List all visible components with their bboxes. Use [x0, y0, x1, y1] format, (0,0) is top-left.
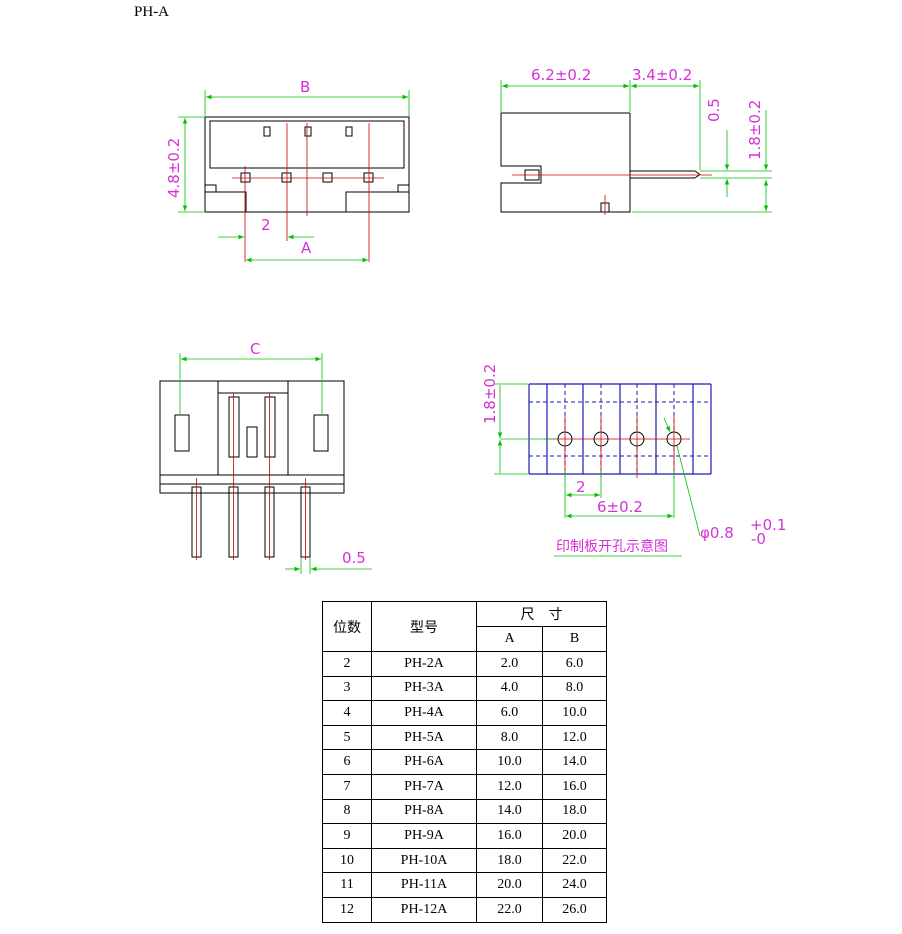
table-cell: PH-7A: [371, 773, 477, 800]
side-pin-out-label: 3.4±0.2: [632, 66, 692, 84]
side-pin-height-label: 1.8±0.2: [746, 100, 764, 160]
table-cell: 3: [322, 675, 372, 702]
pitch-label: 2: [261, 216, 271, 234]
table-cell: 16.0: [476, 823, 543, 849]
table-cell: 22.0: [542, 847, 607, 874]
table-cell: PH-10A: [371, 847, 477, 874]
table-cell: 12.0: [476, 773, 543, 800]
table-cell: 9: [322, 823, 372, 849]
hole-diameter-label: φ0.8: [700, 524, 734, 542]
table-cell: 10: [322, 847, 372, 874]
table-cell: 16.0: [542, 773, 607, 800]
top-width-label: C: [250, 340, 260, 358]
table-cell: PH-5A: [371, 724, 477, 751]
table-cell: PH-11A: [371, 872, 477, 898]
table-cell: 10.0: [476, 749, 543, 775]
top-centerlines: [196, 393, 306, 560]
table-cell: 12: [322, 896, 372, 923]
table-cell: PH-8A: [371, 798, 477, 825]
front-width-label: B: [300, 78, 310, 96]
top-view: [159, 380, 345, 558]
table-cell: 24.0: [542, 872, 607, 898]
header-a: A: [476, 626, 543, 652]
top-dimensions: [179, 353, 372, 574]
pin-span-label: A: [301, 239, 312, 257]
table-cell: 20.0: [542, 823, 607, 849]
pcb-note: 印制板开孔示意图: [556, 538, 668, 555]
table-cell: 7: [322, 773, 372, 800]
pcb-dimensions: [494, 383, 701, 537]
front-pin-slots: [263, 126, 353, 137]
table-cell: 20.0: [476, 872, 543, 898]
table-cell: PH-3A: [371, 675, 477, 702]
header-positions: 位数: [322, 601, 372, 652]
table-cell: PH-2A: [371, 651, 477, 677]
table-cell: 2.0: [476, 651, 543, 677]
table-cell: 6.0: [476, 700, 543, 726]
header-b: B: [542, 626, 607, 652]
table-cell: PH-4A: [371, 700, 477, 726]
table-cell: 12.0: [542, 724, 607, 751]
page-title: PH-A: [134, 4, 170, 20]
table-cell: 14.0: [476, 798, 543, 825]
table-cell: 22.0: [476, 896, 543, 923]
table-cell: PH-9A: [371, 823, 477, 849]
side-view: [500, 112, 701, 213]
table-cell: 2: [322, 651, 372, 677]
front-height-label: 4.8±0.2: [165, 138, 183, 198]
table-cell: PH-6A: [371, 749, 477, 775]
table-cell: 10.0: [542, 700, 607, 726]
table-cell: 18.0: [542, 798, 607, 825]
header-model: 型号: [371, 601, 477, 652]
table-cell: 6: [322, 749, 372, 775]
hole-tolerance-minus: -0: [751, 530, 766, 548]
table-cell: 4: [322, 700, 372, 726]
table-cell: 8.0: [476, 724, 543, 751]
pcb-span-label: 6±0.2: [597, 498, 643, 516]
side-centerlines: [512, 174, 712, 215]
table-cell: 8.0: [542, 675, 607, 702]
side-dimensions: [500, 80, 772, 213]
front-dimensions: [178, 90, 410, 263]
table-cell: 18.0: [476, 847, 543, 874]
pcb-outline: [528, 383, 712, 475]
pcb-row-label: 1.8±0.2: [481, 364, 499, 424]
table-cell: 11: [322, 872, 372, 898]
table-cell: 26.0: [542, 896, 607, 923]
top-pin-thickness-label: 0.5: [342, 549, 366, 567]
table-cell: 5: [322, 724, 372, 751]
table-cell: PH-12A: [371, 896, 477, 923]
pcb-centerlines: [544, 415, 690, 478]
header-size: 尺 寸: [476, 601, 607, 627]
table-cell: 4.0: [476, 675, 543, 702]
connector-drawing: B 4.8±0.2 2 A 6.2±0.2 3.4±0.2 0.5 1.8±0.…: [159, 66, 786, 574]
front-centerlines: [232, 123, 384, 262]
side-depth-label: 6.2±0.2: [531, 66, 591, 84]
table-cell: 8: [322, 798, 372, 825]
table-cell: 6.0: [542, 651, 607, 677]
front-pins: [240, 172, 374, 183]
top-pins-lower: [191, 486, 311, 558]
table-cell: 14.0: [542, 749, 607, 775]
pcb-pitch-label: 2: [576, 478, 586, 496]
top-pins-upper: [228, 396, 276, 458]
side-pin-thickness-label: 0.5: [705, 98, 723, 122]
front-view: [204, 116, 410, 213]
hole-tolerance-plus: +0.1: [750, 516, 786, 534]
